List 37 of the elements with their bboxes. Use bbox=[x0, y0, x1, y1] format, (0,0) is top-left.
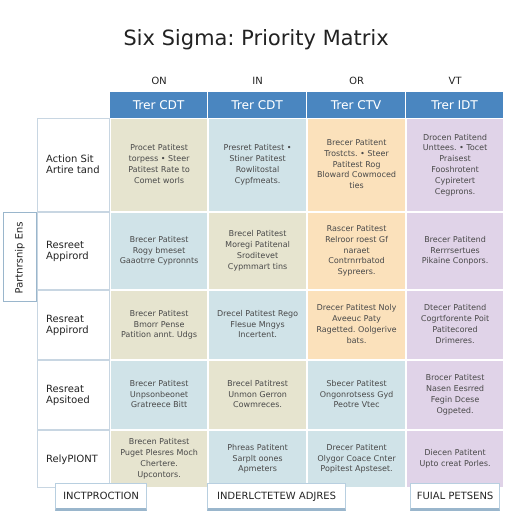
table-cell: Presret Patitest • Stiner Patitest Rowlitostal Cypfmeats. bbox=[208, 118, 307, 212]
footer-label: FUIAL PETSENS bbox=[410, 483, 500, 511]
table-cell: Drecer Patitest Noly Aveeuc Paty Ragetted. Oolgerive bats. bbox=[307, 290, 406, 360]
footer-label: INCTPROCTION bbox=[55, 483, 147, 511]
header-cell: Trer CDT bbox=[110, 92, 208, 118]
row-label: Resreet Appirord bbox=[37, 212, 110, 290]
header-cell: Trer CDT bbox=[208, 92, 307, 118]
footer-label: INDERLCTETEW ADJRES bbox=[207, 483, 346, 511]
table-cell: Drocen Patitend Unttees. • Tocet Praisest Fooshrotent Cypiretert Cegprons. bbox=[406, 118, 504, 212]
row-label: Resreat Apsitoed bbox=[37, 360, 110, 430]
table-cell: Brecer Patitest Bmorr Pense Patition annt. Udgs bbox=[110, 290, 208, 360]
column-header: ON bbox=[150, 76, 168, 89]
column-header: IN bbox=[251, 76, 264, 89]
table-cell: Brecer Patitend Rerrrsertues Pikaine Conpors. bbox=[406, 212, 504, 290]
row-label: Resreat Appirord bbox=[37, 290, 110, 360]
table-cell: Brecel Patitest Moregi Patitenal Sroditevet Cypmmart tins bbox=[208, 212, 307, 290]
side-label-text: Partnrsnip Ens bbox=[14, 221, 26, 293]
table-cell: Brecer Patitest Rogy bmeset Gaaotrre Cypronnts bbox=[110, 212, 208, 290]
table-cell: Brecen Patitest Puget Plesres Moch Chertere. Upcontors. bbox=[110, 430, 208, 488]
column-header: VT bbox=[448, 76, 462, 89]
header-cell: Trer IDT bbox=[406, 92, 504, 118]
table-cell: Drecel Patitest Rego Flesue Mngys Incertent. bbox=[208, 290, 307, 360]
table-cell: Drecer Patitent Olygor Coace Cnter Popitest Apsteset. bbox=[307, 430, 406, 488]
table-cell: Rascer Patitest Relroor roest Gf naraet Contrnrrbatod Sypreers. bbox=[307, 212, 406, 290]
table-cell: Sbecer Patitest Ongonrotsess Gyd Peotre Vtec bbox=[307, 360, 406, 430]
table-cell: Dtecer Patitend Cogrtforente Poit Patitecored Drimeres. bbox=[406, 290, 504, 360]
title: Six Sigma: Priority Matrix bbox=[122, 26, 390, 50]
row-label: Action Sit Artire tand bbox=[37, 118, 110, 212]
table-cell: Brecer Patitest Unpsonbeonet Gratreece Bitt bbox=[110, 360, 208, 430]
row-label: RelyPIONT bbox=[37, 430, 110, 488]
table-cell: Procet Patitest torpess • Steer Patitest Rate to Comet worls bbox=[110, 118, 208, 212]
column-header: OR bbox=[348, 76, 365, 89]
table-cell: Diecen Patitent Upto creat Porles. bbox=[406, 430, 504, 488]
table-cell: Brocer Patitest Nasen Eesrred Fegin Dcese Ogpeted. bbox=[406, 360, 504, 430]
table-cell: Brecel Patitrest Unmon Gerron Cowmreces. bbox=[208, 360, 307, 430]
header-cell: Trer CTV bbox=[307, 92, 406, 118]
table-cell: Brecer Patitent Trostcts. • Steer Patitest Rog Bloward Cowmoced ties bbox=[307, 118, 406, 212]
